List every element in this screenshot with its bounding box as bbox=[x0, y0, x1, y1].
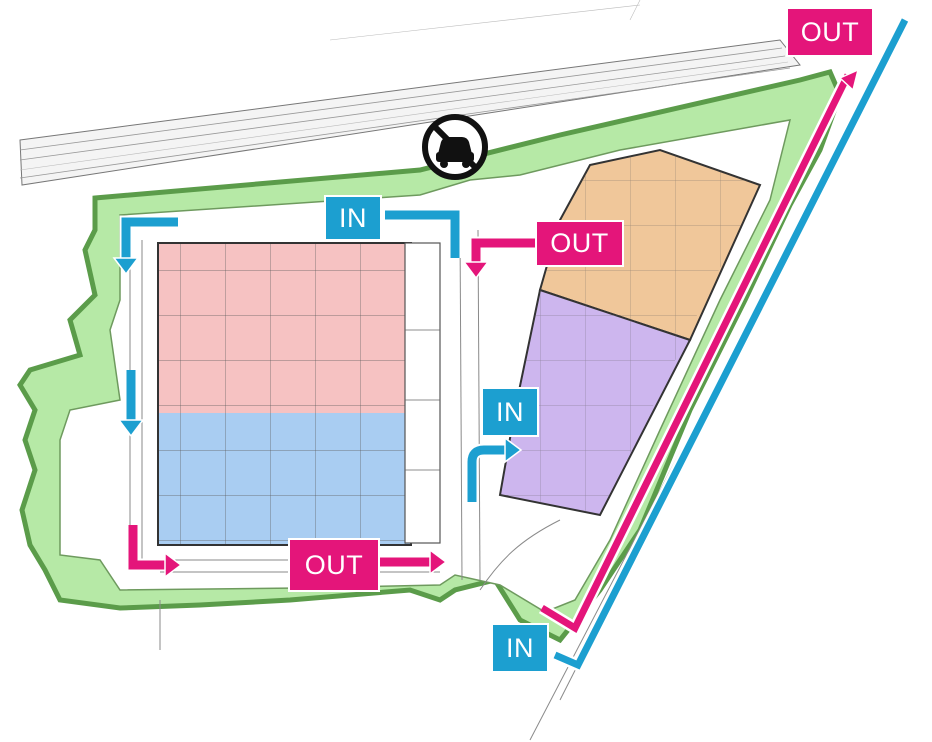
out-label-bottom: OUT bbox=[288, 538, 380, 592]
out-label-upper-middle: OUT bbox=[535, 220, 624, 267]
out-arrow-bottom-left bbox=[126, 525, 448, 579]
highway bbox=[19, 0, 801, 186]
in-arrow-top-left bbox=[112, 201, 462, 438]
out-arrow-upper-middle bbox=[462, 236, 540, 280]
no-car-sign-icon bbox=[422, 114, 488, 180]
in-label-bottom-right: IN bbox=[491, 623, 549, 673]
in-label-top-left: IN bbox=[324, 195, 382, 241]
out-label-top-right: OUT bbox=[786, 7, 874, 57]
in-label-middle: IN bbox=[481, 387, 539, 437]
building-left-annex bbox=[404, 242, 441, 544]
in-arrow-middle bbox=[465, 436, 523, 502]
building-left-grid bbox=[157, 242, 412, 546]
